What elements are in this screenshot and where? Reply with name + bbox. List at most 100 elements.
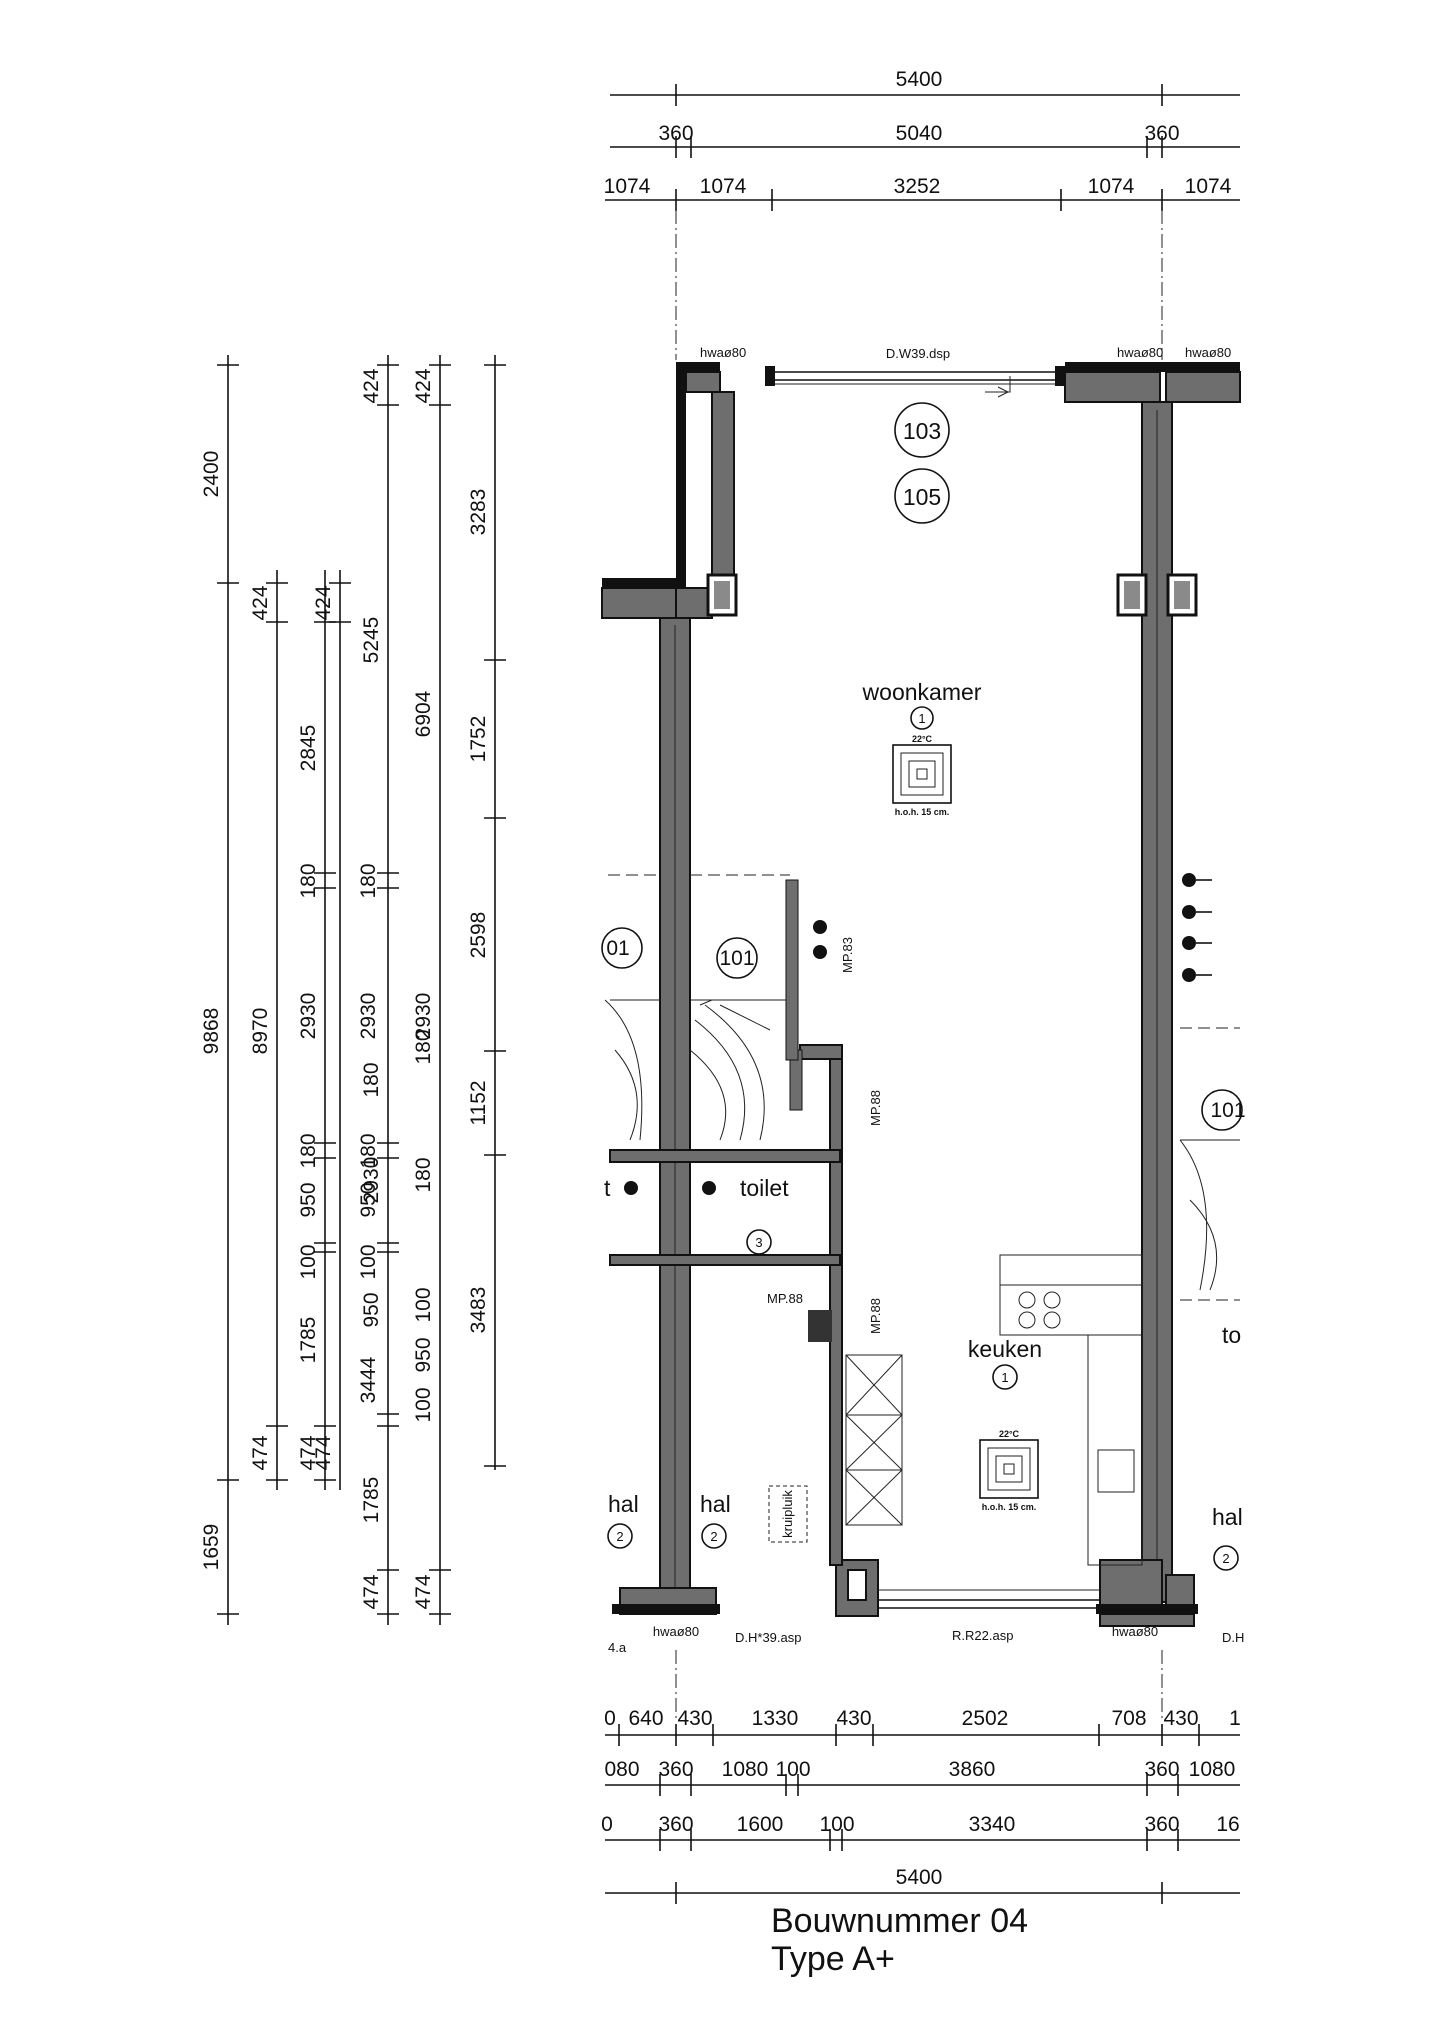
dim-top-overall: 5400 [896,68,943,91]
hwa-label: hwaø80 [653,1624,699,1639]
top-dimensions: 5400 360 5040 360 1074 1074 3252 1074 10… [604,68,1240,1720]
dim-left-c4-5: 100 [357,1244,380,1279]
floor-temp-label: 22°C [912,734,933,744]
dim-top-r2-2: 360 [1144,122,1179,145]
window-bottom-label: R.R22.asp [952,1628,1013,1643]
dim-left-c4-0: 424 [312,585,335,620]
dim-left-c6-6: 474 [412,1574,435,1609]
floor-heating-woonkamer: 22°C h.o.h. 15 cm. [892,734,952,817]
room-markers: 103 105 01 101 101 [601,402,1246,1131]
dim-left-c6-3: 180 [412,1029,435,1064]
dim-left-c5-6: 100 [412,1287,435,1322]
meter-box [808,1310,832,1342]
dim-bottom-r1-6: 708 [1111,1707,1146,1730]
window-top-label: D.W39.dsp [886,346,950,361]
dim-top-r3-2: 3252 [894,175,941,198]
room-hal-number: 2 [710,1529,717,1544]
room-hal: hal [608,1491,639,1517]
kitchen-units [845,1254,1143,1566]
room-names: woonkamer 1 keuken 1 toilet t to 3 hal 2… [604,679,1243,1571]
dim-left-c4-3: 180 [357,1133,380,1168]
bottom-dimensions: 0 640 430 1330 430 2502 708 430 1 080 36… [601,1707,1241,1904]
dim-top-r2-1: 5040 [896,122,943,145]
dim-left-c6-0: 424 [412,368,435,403]
dim-bottom-r3-3: 100 [819,1813,854,1836]
dim-bottom-r1-2: 430 [677,1707,712,1730]
dim-top-r3-3: 1074 [1088,175,1135,198]
dim-left-c3-2: 2930 [297,993,320,1040]
plan-subtitle: Type A+ [771,1940,895,1978]
dim-bottom-r2-3: 100 [775,1758,810,1781]
dim-left-c3-5: 100 [297,1244,320,1279]
dim-left-c7-4: 3483 [467,1287,490,1334]
dim-left-c4-7: 474 [312,1435,335,1470]
dim-left-c5-3: 2930 [360,1157,383,1204]
room-toilet-neighbour: t [604,1175,611,1201]
marker-101: 101 [1210,1099,1245,1122]
dim-left-c3-7: 474 [297,1435,320,1470]
room-toilet-number: 3 [755,1235,762,1250]
kruipluik-hatch [768,1485,808,1543]
dim-left-c2-1: 8970 [249,1008,272,1055]
stairs [604,999,1240,1291]
mp-label: MP.83 [840,937,855,973]
dim-bottom-r3-4: 3340 [969,1813,1016,1836]
dim-top-r2-0: 360 [658,122,693,145]
dim-left-c7-2: 2598 [467,912,490,959]
marker-101: 101 [719,947,754,970]
room-toilet-neighbour: to [1222,1322,1241,1348]
hwa-label: hwaø80 [1185,345,1231,360]
floor-temp-label: 22°C [999,1429,1020,1439]
room-hal: hal [1212,1504,1243,1530]
floor-spacing-label: h.o.h. 15 cm. [982,1502,1037,1512]
dim-left-c4-4: 950 [357,1182,380,1217]
left-dimensions: 2400 9868 1659 424 8970 474 2845 180 293… [200,355,506,1625]
hwa-label: hwaø80 [1112,1624,1158,1639]
room-hal-number: 2 [1222,1551,1229,1566]
dim-left-c5-1: 5245 [360,617,383,664]
mp-label: MP.88 [868,1090,883,1126]
dim-bottom-r1-0: 0 [604,1707,616,1730]
annotations: hwaø80 hwaø80 hwaø80 D.W39.dsp hwaø80 hw… [608,345,1244,1655]
dim-bottom-r1-5: 2502 [962,1707,1009,1730]
dim-left-c6-4: 950 [412,1337,435,1372]
dim-bottom-r3-5: 360 [1144,1813,1179,1836]
dim-left-c7-3: 1152 [467,1080,490,1125]
dim-bottom-r2-6: 1080 [1189,1758,1236,1781]
hwa-label: hwaø80 [700,345,746,360]
dim-top-r3-0: 1074 [604,175,651,198]
dim-left-c6-2: 2930 [412,993,435,1040]
dim-left-c3-1: 180 [297,863,320,898]
dim-left-c5-2: 180 [360,1062,383,1097]
dim-bottom-r3-6: 16 [1216,1813,1239,1836]
dim-left-c5-5: 950 [360,1292,383,1327]
ref-label: 4.a [608,1640,627,1655]
dim-bottom-overall: 5400 [896,1866,943,1889]
room-toilet: toilet [740,1175,789,1201]
dim-bottom-r2-1: 360 [658,1758,693,1781]
dim-left-c5-8: 474 [360,1574,383,1609]
dim-bottom-r3-0: 0 [601,1813,613,1836]
dim-left-c4-2: 2930 [357,993,380,1040]
dim-left-c7-0: 3283 [467,489,490,536]
hwa-label: hwaø80 [1117,345,1163,360]
door-bottom-right-label: D.H [1222,1630,1244,1645]
dim-left-c6-5: 100 [412,1387,435,1422]
dim-left-c7-1: 1752 [467,716,490,763]
floor-spacing-label: h.o.h. 15 cm. [895,807,950,817]
dim-left-c5-0: 424 [360,368,383,403]
dim-left-c4-1: 180 [357,863,380,898]
kruipluik-label: kruipluik [780,1490,795,1538]
dim-bottom-r2-5: 360 [1144,1758,1179,1781]
dim-top-r3-4: 1074 [1185,175,1232,198]
dim-left-c2-0: 424 [249,585,272,620]
dim-bottom-r1-1: 640 [628,1707,663,1730]
room-woonkamer-number: 1 [918,711,925,726]
marker-105: 105 [903,484,941,510]
walls [601,362,1241,1627]
dim-left-c1-1: 9868 [200,1008,223,1055]
dim-left-c3-4: 950 [297,1182,320,1217]
dim-left-c6-1: 6904 [412,690,435,737]
dim-bottom-r2-2: 1080 [722,1758,769,1781]
